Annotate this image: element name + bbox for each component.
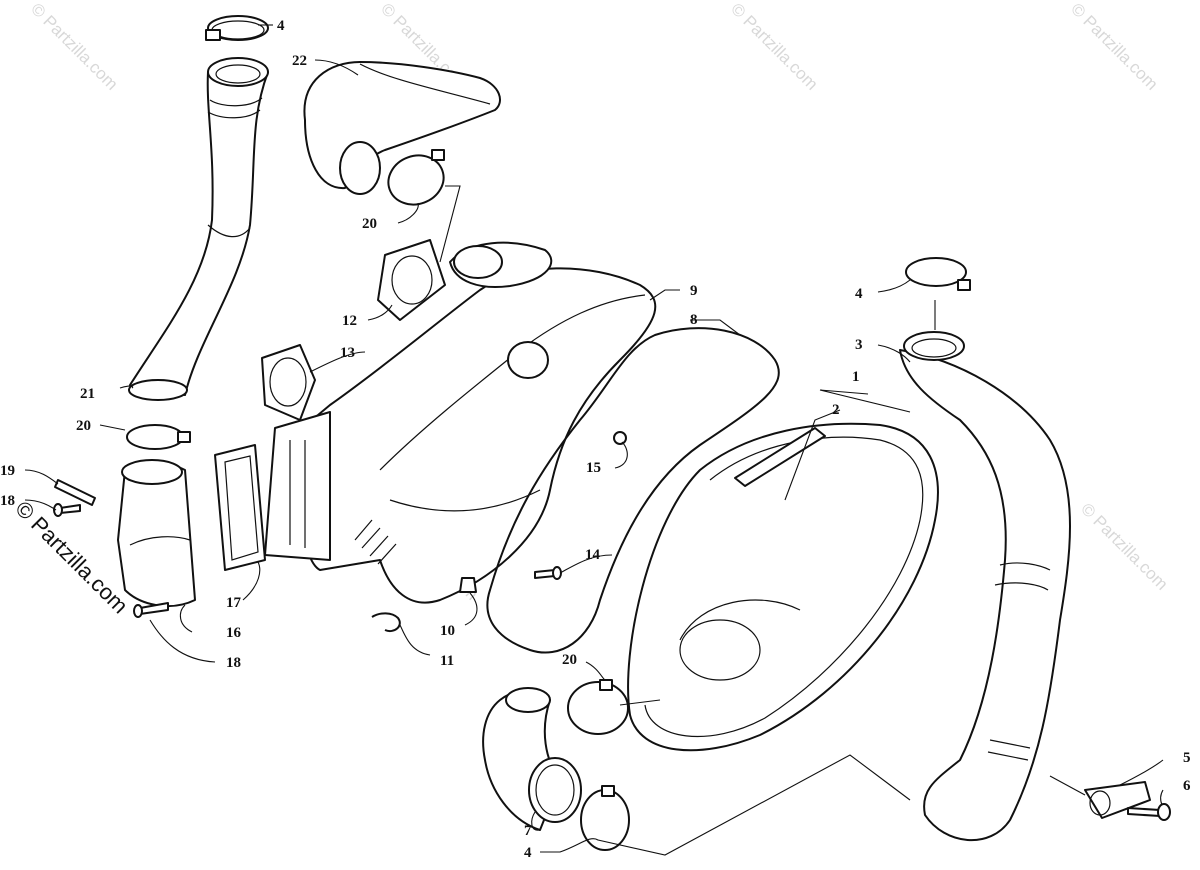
- watermark-1: © Partzilla.com: [27, 0, 121, 94]
- watermark-3: © Partzilla.com: [727, 0, 821, 94]
- leader-lines: [24, 24, 1164, 856]
- callout-18-upper: 18: [0, 493, 15, 509]
- callout-15: 15: [586, 460, 601, 476]
- watermark-4: © Partzilla.com: [1067, 0, 1161, 94]
- exhaust-duct-3: [899, 331, 1071, 842]
- intake-adapter-16: [117, 459, 196, 608]
- housing-9: [264, 241, 657, 604]
- elbow-duct-7: [482, 687, 582, 831]
- callout-20-left: 20: [76, 418, 91, 434]
- callout-1: 1: [852, 369, 860, 385]
- outer-cover-1: [627, 422, 939, 752]
- callout-2: 2: [832, 402, 840, 418]
- callout-17: 17: [226, 595, 242, 611]
- callout-12: 12: [342, 313, 357, 329]
- callout-9: 9: [690, 283, 698, 299]
- strap-19: [54, 479, 96, 506]
- callout-21: 21: [80, 386, 95, 402]
- callout-19: 19: [0, 463, 15, 479]
- gasket-13: [261, 344, 316, 421]
- callout-7: 7: [524, 823, 532, 839]
- callouts: 4 22 20 12 13 9 8 4 3 1 2 15 14 10 11 21…: [0, 18, 1191, 861]
- callout-6: 6: [1183, 778, 1191, 794]
- outlet-duct-22: [303, 61, 501, 195]
- callout-18-lower: 18: [226, 655, 241, 671]
- callout-16: 16: [226, 625, 242, 641]
- callout-4-lower: 4: [524, 845, 532, 861]
- hose-clamp-4-top: [205, 15, 269, 41]
- callout-4-top: 4: [277, 18, 285, 34]
- callout-22: 22: [292, 53, 307, 69]
- hose-clamp-4-lower: [580, 785, 630, 851]
- callout-5: 5: [1183, 750, 1191, 766]
- callout-3: 3: [855, 337, 863, 353]
- hose-clamp-20-left: [126, 424, 191, 450]
- callout-11: 11: [440, 653, 454, 669]
- decal-2: [734, 427, 826, 487]
- callout-8: 8: [690, 312, 698, 328]
- callout-14: 14: [585, 547, 601, 563]
- callout-13: 13: [340, 345, 355, 361]
- screw-18-lower: [133, 602, 169, 618]
- screw-15: [613, 431, 627, 445]
- callout-10: 10: [440, 623, 455, 639]
- watermark-main: © Partzilla.com: [10, 496, 133, 619]
- gasket-17: [214, 444, 266, 571]
- hose-clamp-20-lower: [567, 679, 629, 735]
- clip-11: [371, 612, 401, 632]
- bracket-5: [1084, 781, 1151, 819]
- intake-duct-21: [128, 57, 269, 401]
- screw-18-upper: [53, 503, 81, 517]
- callout-4-right: 4: [855, 286, 863, 302]
- hose-clamp-20-upper: [387, 149, 445, 206]
- watermark-7: © Partzilla.com: [1077, 499, 1171, 593]
- gasket-12: [377, 239, 446, 321]
- nut-10: [459, 577, 477, 593]
- callout-20-lower: 20: [562, 652, 577, 668]
- callout-20-upper: 20: [362, 216, 377, 232]
- hose-clamp-4-right: [905, 257, 971, 291]
- bolt-6: [1127, 803, 1171, 821]
- seal-8: [486, 327, 780, 654]
- screw-14: [534, 566, 562, 580]
